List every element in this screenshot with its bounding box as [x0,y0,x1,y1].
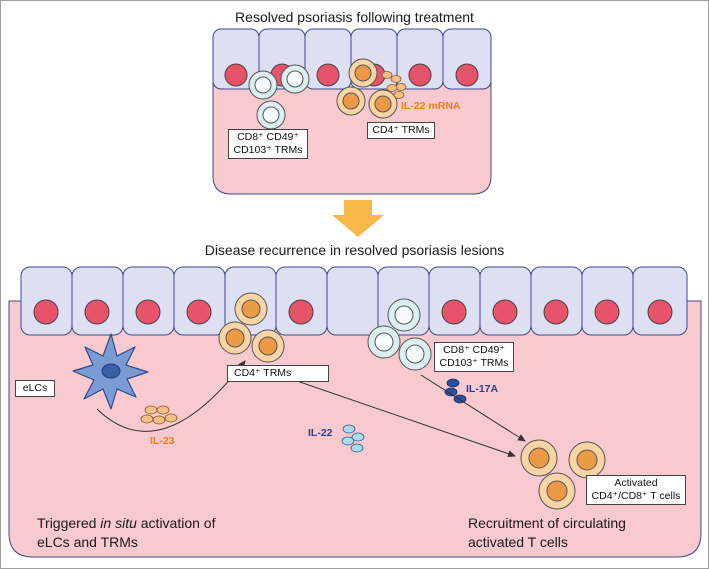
activated-line1: Activated [614,477,658,489]
il17a-label: IL-17A [466,383,499,395]
il22-particles [341,424,365,453]
elcs-label: eLCs [15,380,55,397]
top-cd8-line2: CD103⁺ TRMs [233,144,303,156]
arrow-cd4-to-activated [296,380,516,458]
left-caption-post: activation of [136,515,216,531]
activated-line2: CD4⁺/CD8⁺ T cells [591,490,681,502]
bottom-cd4-trm-label: CD4⁺ TRMs [227,365,329,382]
top-cd8-trm-cells [248,64,310,130]
top-cd4-trm-cells [336,58,398,119]
bottom-keratinocyte-row [20,266,688,336]
bottom-cd8-line2: CD103⁺ TRMs [439,357,509,369]
il22-label: IL-22 [308,427,333,439]
left-caption-line1: Triggered in situ activation of [37,514,215,533]
top-panel-title: Resolved psoriasis following treatment [235,9,474,25]
il17a-particles [444,378,467,404]
bottom-cd8-trm-label: CD8⁺ CD49⁺ CD103⁺ TRMs [434,342,514,372]
activated-t-cells-label: Activated CD4⁺/CD8⁺ T cells [586,475,686,505]
top-il22-mrna-particles [381,71,407,99]
right-caption-line2: activated T cells [468,534,568,550]
top-cd4-trm-label: CD4⁺ TRMs [367,122,435,139]
right-caption: Recruitment of circulating activated T c… [468,514,626,552]
dendritic-cell-icon [72,333,149,410]
down-arrow-icon [332,200,384,237]
activated-t-cells [520,439,606,510]
left-caption-pre: Triggered [37,515,101,531]
arrow-cd8-to-activated [420,374,526,442]
bottom-cd8-trm-cells [367,298,432,371]
right-caption-line1: Recruitment of circulating [468,515,626,531]
top-cd8-line1: CD8⁺ CD49⁺ [237,131,299,143]
top-cd8-trm-label: CD8⁺ CD49⁺ CD103⁺ TRMs [228,129,308,159]
top-il22-mrna-label: IL-22 mRNA [401,100,461,112]
arrow-elc-to-cd4 [96,360,246,432]
left-caption-line2: eLCs and TRMs [37,534,138,550]
il23-label: IL-23 [150,435,175,447]
il23-particles [140,405,178,425]
bottom-cd8-line1: CD8⁺ CD49⁺ [443,344,505,356]
bottom-cd4-trm-cells [218,292,285,363]
bottom-panel-title: Disease recurrence in resolved psoriasis… [204,242,505,258]
left-caption: Triggered in situ activation of eLCs and… [37,514,215,552]
left-caption-italic: in situ [100,515,137,531]
